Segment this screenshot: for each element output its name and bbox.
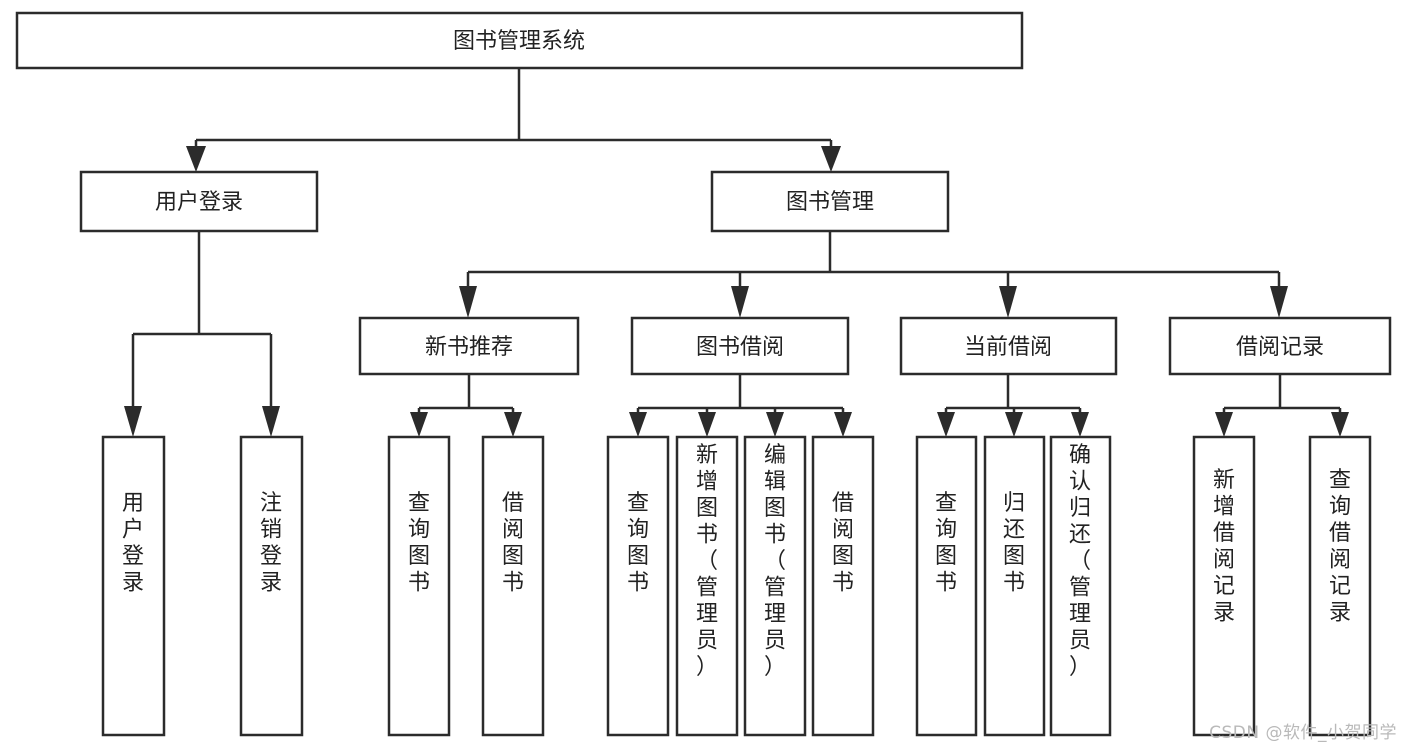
node-leaf-user-login-label: 用户登录: [122, 491, 144, 596]
node-leaf-borrow-book-1[interactable]: 借阅图书: [481, 435, 545, 737]
node-borrow-record[interactable]: 借阅记录: [1168, 316, 1392, 376]
node-leaf-confirm-return-label: 确认归还（管理员）: [1069, 443, 1091, 680]
node-leaf-user-logout[interactable]: 注销登录: [239, 435, 304, 737]
node-book-borrow-rect[interactable]: [630, 316, 850, 376]
node-user-login[interactable]: 用户登录: [79, 170, 319, 233]
node-borrow-record-label: 借阅记录: [1236, 335, 1324, 360]
node-leaf-user-login[interactable]: 用户登录: [101, 435, 166, 737]
node-root-rect[interactable]: [15, 11, 1024, 70]
node-leaf-add-book-rect[interactable]: [675, 435, 739, 737]
arrowhead-leaf-edit-book: [766, 412, 784, 437]
arrowhead-leaf-user-login: [124, 406, 142, 437]
node-leaf-user-logout-rect[interactable]: [239, 435, 304, 737]
node-leaf-query-record[interactable]: 查询借阅记录: [1308, 435, 1372, 737]
node-leaf-confirm-return-rect[interactable]: [1049, 435, 1112, 737]
node-leaf-query-book-1-rect[interactable]: [387, 435, 451, 737]
node-leaf-query-book-1-label: 查询图书: [408, 491, 430, 596]
node-book-manage-rect[interactable]: [710, 170, 950, 233]
arrowhead-book-borrow: [731, 286, 749, 318]
node-current-borrow-rect[interactable]: [899, 316, 1118, 376]
arrowhead-leaf-add-book: [698, 412, 716, 437]
node-leaf-add-record-rect[interactable]: [1192, 435, 1256, 737]
node-new-book-rec[interactable]: 新书推荐: [358, 316, 580, 376]
node-leaf-borrow-book-1-rect[interactable]: [481, 435, 545, 737]
arrowhead-borrow-record: [1270, 286, 1288, 318]
node-leaf-borrow-book-2-label: 借阅图书: [832, 491, 854, 596]
node-leaf-query-record-rect[interactable]: [1308, 435, 1372, 737]
node-leaf-query-book-1[interactable]: 查询图书: [387, 435, 451, 737]
node-leaf-query-book-2-rect[interactable]: [606, 435, 670, 737]
node-leaf-user-logout-label: 注销登录: [260, 491, 282, 596]
arrowhead-new-book-rec: [459, 286, 477, 318]
node-new-book-rec-label: 新书推荐: [425, 335, 513, 360]
arrowhead-leaf-user-logout: [262, 406, 280, 437]
node-new-book-rec-rect[interactable]: [358, 316, 580, 376]
node-leaf-add-record-label: 新增借阅记录: [1213, 468, 1235, 626]
node-leaf-add-record[interactable]: 新增借阅记录: [1192, 435, 1256, 737]
arrowhead-leaf-query-book-3: [937, 412, 955, 437]
arrowhead-current-borrow: [999, 286, 1017, 318]
node-leaf-query-book-3[interactable]: 查询图书: [915, 435, 978, 737]
node-leaf-query-book-3-rect[interactable]: [915, 435, 978, 737]
node-current-borrow-label: 当前借阅: [964, 335, 1052, 360]
node-book-borrow[interactable]: 图书借阅: [630, 316, 850, 376]
node-leaf-add-book[interactable]: 新增图书（管理员）: [675, 435, 739, 737]
node-root[interactable]: 图书管理系统: [15, 11, 1024, 70]
node-leaf-return-book-rect[interactable]: [983, 435, 1046, 737]
node-leaf-query-book-2-label: 查询图书: [627, 491, 649, 596]
node-user-login-label: 用户登录: [155, 190, 243, 215]
node-leaf-add-book-label: 新增图书（管理员）: [696, 443, 718, 680]
node-leaf-query-book-3-label: 查询图书: [935, 491, 957, 596]
arrowhead-leaf-query-book-2: [629, 412, 647, 437]
node-leaf-return-book[interactable]: 归还图书: [983, 435, 1046, 737]
arrowhead-user-login: [186, 146, 206, 172]
node-current-borrow[interactable]: 当前借阅: [899, 316, 1118, 376]
arrowhead-leaf-borrow-book-1: [504, 412, 522, 437]
node-book-manage-label: 图书管理: [786, 190, 874, 215]
node-leaf-query-book-2[interactable]: 查询图书: [606, 435, 670, 737]
node-leaf-query-record-label: 查询借阅记录: [1329, 468, 1351, 626]
node-leaf-return-book-label: 归还图书: [1003, 491, 1025, 596]
arrowhead-leaf-add-record: [1215, 412, 1233, 437]
node-leaf-edit-book-rect[interactable]: [743, 435, 807, 737]
node-user-login-rect[interactable]: [79, 170, 319, 233]
connector-group: [124, 68, 1349, 437]
node-leaf-user-login-rect[interactable]: [101, 435, 166, 737]
node-leaf-confirm-return[interactable]: 确认归还（管理员）: [1049, 435, 1112, 737]
arrowhead-leaf-confirm-return: [1071, 412, 1089, 437]
node-leaf-edit-book[interactable]: 编辑图书（管理员）: [743, 435, 807, 737]
node-leaf-borrow-book-2-rect[interactable]: [811, 435, 875, 737]
node-leaf-borrow-book-1-label: 借阅图书: [502, 491, 524, 596]
node-borrow-record-rect[interactable]: [1168, 316, 1392, 376]
node-book-borrow-label: 图书借阅: [696, 335, 784, 360]
arrowhead-book-manage: [821, 146, 841, 172]
arrowhead-leaf-return-book: [1005, 412, 1023, 437]
node-leaf-borrow-book-2[interactable]: 借阅图书: [811, 435, 875, 737]
node-book-manage[interactable]: 图书管理: [710, 170, 950, 233]
node-leaf-edit-book-label: 编辑图书（管理员）: [764, 443, 786, 680]
node-root-label: 图书管理系统: [453, 29, 585, 54]
arrowhead-leaf-query-record: [1331, 412, 1349, 437]
arrowhead-leaf-borrow-book-2: [834, 412, 852, 437]
arrowhead-leaf-query-book-1: [410, 412, 428, 437]
